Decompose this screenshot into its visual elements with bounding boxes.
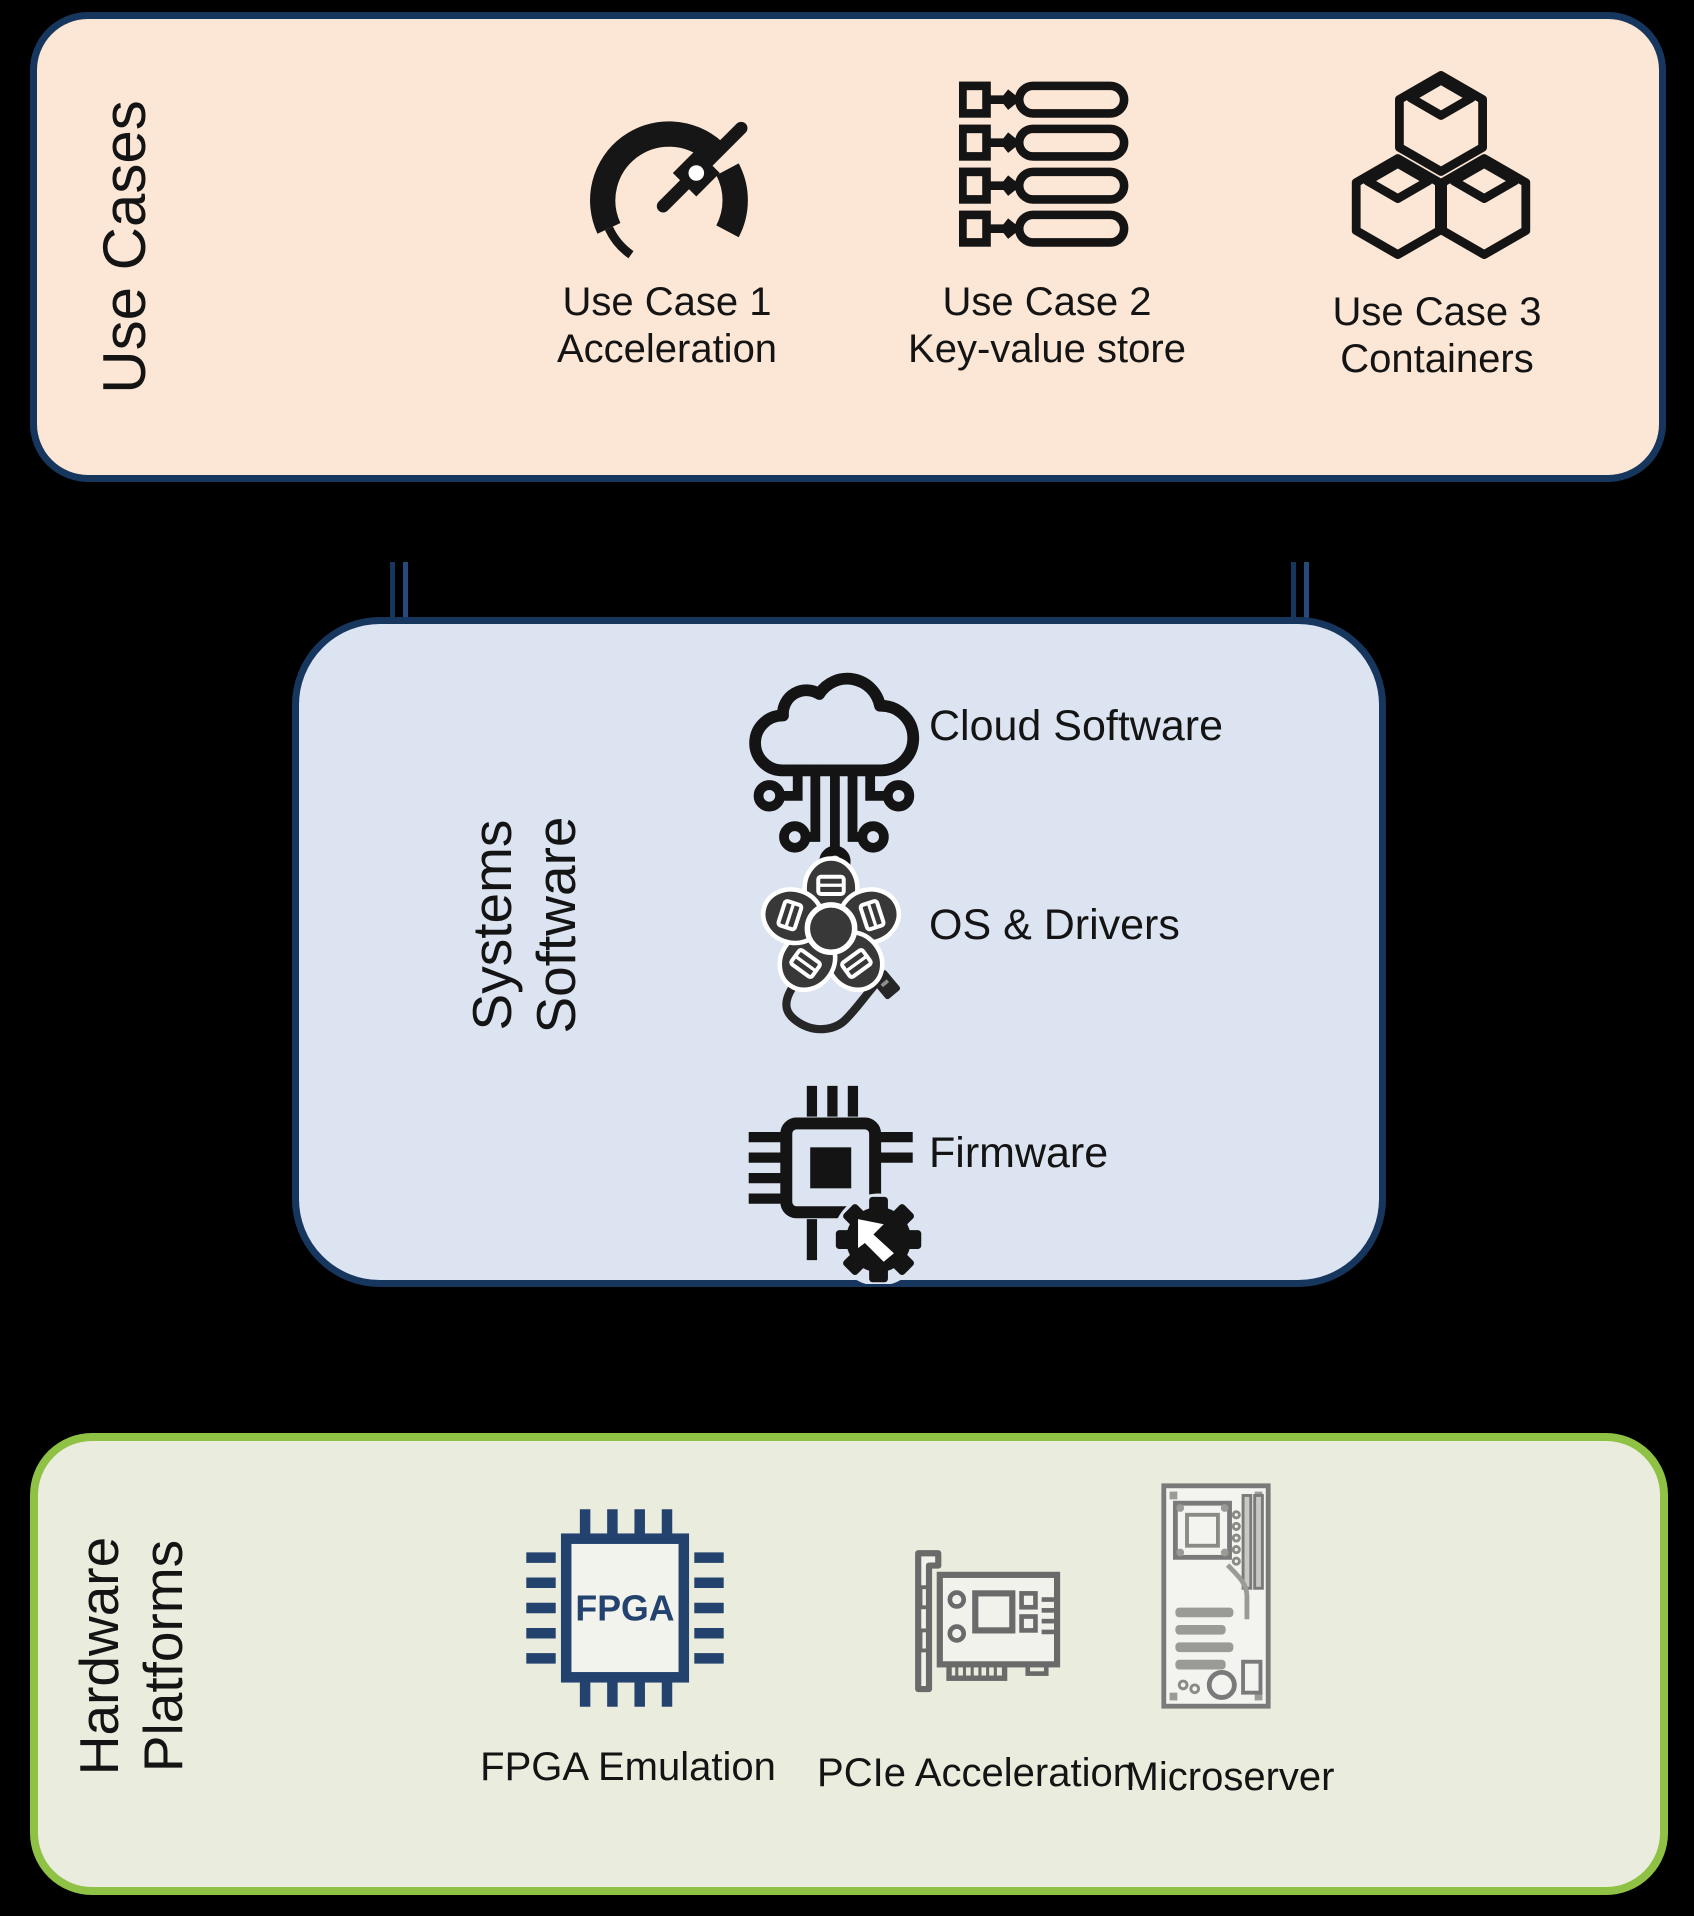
hardware-platforms-section-label: Hardware Platforms xyxy=(68,1537,196,1775)
cloud-software-label: Cloud Software xyxy=(929,702,1223,750)
key-value-list-icon xyxy=(959,81,1129,247)
microserver-label: Microserver xyxy=(1125,1755,1335,1799)
connector-left-line-2 xyxy=(403,562,408,619)
container-cubes-icon xyxy=(1351,71,1531,259)
connector-right-line-1 xyxy=(1291,562,1296,619)
use-case-1-label: Use Case 1 Acceleration xyxy=(557,279,777,373)
use-case-3-label: Use Case 3 Containers xyxy=(1333,289,1542,383)
hardware-platforms-label-line2: Platforms xyxy=(132,1539,194,1773)
firmware-label: Firmware xyxy=(929,1129,1109,1177)
systems-software-section-label: Systems Software xyxy=(461,816,589,1033)
hardware-platforms-label-line1: Hardware xyxy=(68,1536,131,1776)
use-case-3-subtitle: Containers xyxy=(1340,337,1534,381)
connector-left-line-1 xyxy=(390,562,395,619)
use-case-2-subtitle: Key-value store xyxy=(908,327,1186,371)
connector-right-line-2 xyxy=(1304,562,1309,619)
motherboard-icon xyxy=(1161,1483,1271,1709)
fpga-chip-text: FPGA xyxy=(575,1589,674,1629)
systems-software-label-line2: Software xyxy=(525,816,587,1034)
chip-gear-icon xyxy=(748,1085,924,1284)
systems-software-label-line1: Systems xyxy=(461,819,524,1031)
os-drivers-label: OS & Drivers xyxy=(929,901,1180,949)
pcie-acceleration-label: PCIe Acceleration xyxy=(817,1751,1135,1795)
cloud-circuit-icon xyxy=(749,672,920,878)
use-case-2-label: Use Case 2 Key-value store xyxy=(908,279,1186,373)
fpga-emulation-label: FPGA Emulation xyxy=(480,1745,776,1789)
systems-software-section: Systems Software Cloud Software xyxy=(292,617,1386,1287)
use-case-2-title: Use Case 2 xyxy=(942,280,1152,324)
hardware-platforms-section: Hardware Platforms FPGA FPGA Emulati xyxy=(30,1433,1668,1895)
os-hub-usb-icon xyxy=(740,852,922,1034)
speedometer-icon xyxy=(590,121,748,259)
use-case-1-subtitle: Acceleration xyxy=(556,327,778,371)
use-case-3-title: Use Case 3 xyxy=(1332,290,1542,334)
fpga-chip-icon: FPGA xyxy=(526,1509,724,1707)
pcie-card-icon xyxy=(915,1550,1061,1693)
use-cases-section-label: Use Cases xyxy=(91,100,159,394)
use-cases-section: Use Cases Use Case 1 Acceleration xyxy=(30,12,1666,482)
use-case-1-title: Use Case 1 xyxy=(562,280,772,324)
